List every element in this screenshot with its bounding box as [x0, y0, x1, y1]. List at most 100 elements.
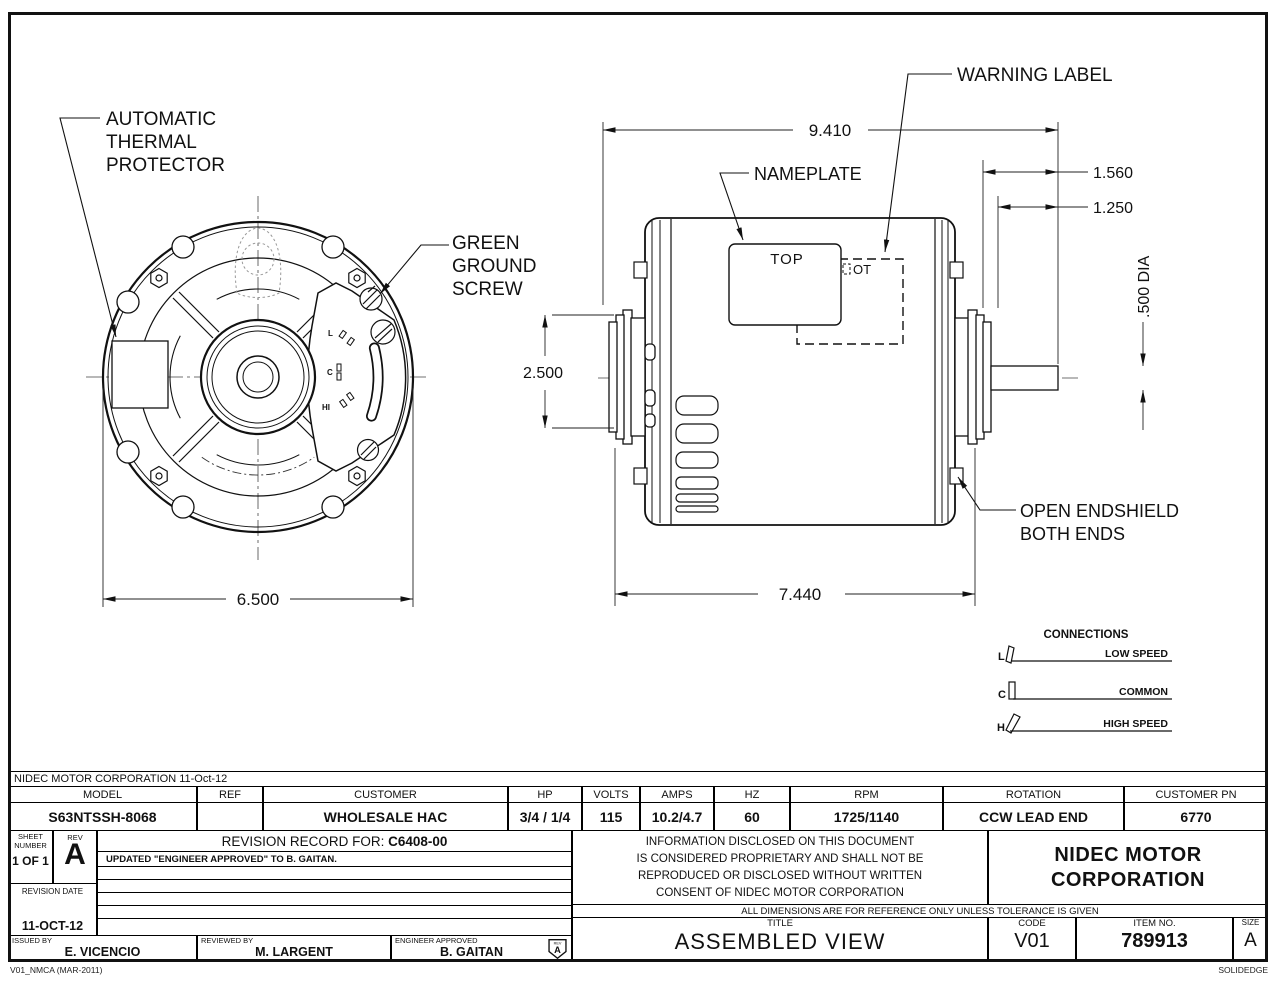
dim-shaft-ext: 1.560 [1093, 165, 1133, 182]
revision-date-label: REVISION DATE [21, 887, 84, 896]
code-label: CODE [1018, 918, 1046, 929]
code-box: CODE V01 [988, 917, 1076, 960]
connections-key-h: H [997, 722, 1005, 734]
spec-header-model: MODEL [8, 786, 197, 804]
terminal-l: L [328, 329, 333, 338]
terminal-blades [336, 329, 356, 409]
label-thermal-1: AUTOMATIC [106, 109, 216, 130]
dim-shaft-dia: .500 DIA [1136, 255, 1153, 318]
size-label: SIZE [1241, 918, 1260, 927]
connections-label-common: COMMON [1119, 686, 1168, 698]
thermal-protector-housing [111, 340, 169, 409]
form-number: V01_NMCA (MAR-2011) [10, 965, 103, 975]
label-ground-1: GREEN [452, 233, 520, 254]
size-box: SIZE A [1233, 917, 1268, 960]
label-nameplate: NAMEPLATE [754, 164, 862, 184]
cad-system-note: SOLIDEDGE [1218, 965, 1268, 975]
spec-value-hp: 3/4 / 1/4 [508, 802, 582, 832]
item-no-label: ITEM NO. [1133, 918, 1176, 929]
issued-by-box: ISSUED BY E. VICENCIO [8, 935, 197, 960]
reviewed-by-box: REVIEWED BY M. LARGENT [197, 935, 391, 960]
rim-bolt-holes [116, 235, 345, 519]
item-no-value: 789913 [1121, 930, 1188, 952]
item-no-box: ITEM NO. 789913 [1076, 917, 1233, 960]
svg-text:A: A [554, 945, 561, 955]
issued-by-value: E. VICENCIO [64, 944, 141, 959]
spec-value-rpm: 1725/1140 [790, 802, 943, 832]
spec-value-volts: 115 [582, 802, 640, 832]
hex-nuts [150, 267, 366, 487]
terminal-panel [306, 282, 407, 472]
spec-header-volts: VOLTS [582, 786, 640, 804]
vent-slots [675, 395, 719, 513]
spec-header-amps: AMPS [640, 786, 714, 804]
ground-screw [356, 285, 396, 462]
corner-note: NIDEC MOTOR CORPORATION 11-Oct-12 [8, 771, 1268, 787]
sheet-label: SHEET [17, 832, 43, 841]
spec-header-customer-pn: CUSTOMER PN [1124, 786, 1268, 804]
engineer-approved-value: B. GAITAN [440, 944, 503, 959]
nameplate-outline [728, 243, 842, 326]
label-ground-2: GROUND [452, 256, 536, 277]
rev-box: REV A [53, 830, 97, 885]
drawing-canvas: L C HI [59, 65, 1179, 734]
dim-shaft-flat: 1.250 [1093, 200, 1133, 217]
connections-legend: CONNECTIONS L LOW SPEED C COMMON H HIGH … [997, 629, 1172, 734]
spec-value-rotation: CCW LEAD END [943, 802, 1124, 832]
revision-record-entry: UPDATED "ENGINEER APPROVED" TO B. GAITAN… [97, 851, 572, 867]
front-view: L C HI [86, 196, 430, 560]
spec-value-amps: 10.2/4.7 [640, 802, 714, 832]
callouts: AUTOMATIC THERMAL PROTECTOR GREEN GROUND… [59, 65, 1179, 544]
dim-frame-dia: 6.500 [237, 590, 280, 609]
lifting-boss-phantom [234, 227, 282, 298]
revision-record-header: REVISION RECORD FOR: C6408-00 [97, 830, 572, 852]
terminal-hi: HI [322, 403, 330, 412]
rev-stamp-shield-icon: REV A [548, 939, 567, 960]
reviewed-by-value: M. LARGENT [255, 944, 333, 959]
company-name: NIDEC MOTOR CORPORATION [988, 830, 1268, 906]
label-ground-3: SCREW [452, 279, 523, 300]
connections-label-low: LOW SPEED [1105, 648, 1168, 660]
engineer-approved-box: ENGINEER APPROVED B. GAITAN REV A [391, 935, 572, 960]
code-value: V01 [1014, 930, 1050, 952]
motor-shaft [990, 365, 1059, 391]
rev-label: REV [67, 833, 83, 842]
connections-key-l: L [998, 651, 1005, 663]
title-box: TITLE ASSEMBLED VIEW [572, 917, 988, 960]
revision-date-value: 11-OCT-12 [21, 919, 84, 933]
title-value: ASSEMBLED VIEW [674, 928, 886, 954]
reviewed-by-label: REVIEWED BY [201, 936, 254, 945]
engineer-approved-label: ENGINEER APPROVED [395, 936, 478, 945]
title-label: TITLE [767, 918, 793, 929]
connections-title: CONNECTIONS [1044, 629, 1129, 641]
dim-hub-height: 2.500 [523, 365, 563, 382]
lead-end-hub [608, 309, 656, 445]
proprietary-notice: INFORMATION DISCLOSED ON THIS DOCUMENT I… [572, 830, 988, 906]
side-view: TOP OT [598, 217, 1078, 526]
label-warning: WARNING LABEL [957, 65, 1113, 86]
revision-date-box: REVISION DATE 11-OCT-12 [8, 883, 97, 937]
nameplate-top-text: TOP [770, 251, 804, 268]
label-endshield-2: BOTH ENDS [1020, 524, 1125, 544]
spec-header-rpm: RPM [790, 786, 943, 804]
dim-overall-length: 9.410 [809, 121, 852, 140]
sheet-number-value: 1 OF 1 [12, 854, 49, 869]
spec-value-customer: WHOLESALE HAC [263, 802, 508, 832]
svg-text:REV: REV [554, 941, 562, 945]
label-thermal-2: THERMAL [106, 132, 197, 153]
terminal-c: C [327, 368, 333, 377]
dimensions: 9.410 1.560 1.250 .500 DIA 2.500 7.440 [102, 121, 1153, 609]
shaft-end-hub [954, 309, 1059, 445]
label-endshield-1: OPEN ENDSHIELD [1020, 501, 1179, 521]
spec-value-customer-pn: 6770 [1124, 802, 1268, 832]
size-value: A [1244, 930, 1257, 951]
connections-key-c: C [998, 689, 1006, 701]
label-thermal-3: PROTECTOR [106, 155, 225, 176]
revision-record-number: C6408-00 [388, 833, 448, 849]
connections-label-high: HIGH SPEED [1103, 718, 1168, 730]
spec-value-model: S63NTSSH-8068 [8, 802, 197, 832]
issued-by-label: ISSUED BY [12, 936, 53, 945]
dim-body-length: 7.440 [779, 585, 822, 604]
rev-value: A [64, 838, 86, 871]
